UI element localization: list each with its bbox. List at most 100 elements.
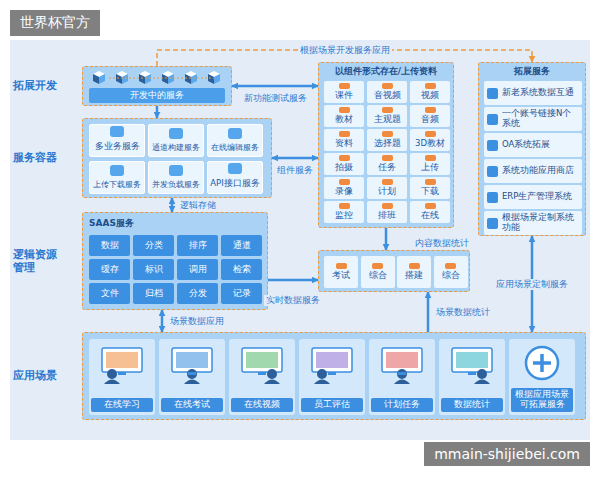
component-tile: 综合 [361, 256, 395, 288]
resource-tile: 文件 [89, 283, 130, 304]
connector-arrow [171, 198, 174, 212]
node-label: 通道构建服务 [152, 143, 200, 153]
node-label: 在线编辑服务 [211, 143, 259, 153]
component-tile: 搭建 [397, 256, 431, 288]
component-tile: 录像 [324, 177, 364, 199]
node-label: 文件 [101, 287, 119, 300]
connector-arrow [161, 310, 164, 332]
node-label: 课件 [335, 91, 353, 100]
connector-label: 组件服务 [275, 165, 315, 176]
node-label: 任务 [378, 163, 396, 172]
node-label: 音频 [421, 115, 439, 124]
extension-item: OA系统拓展 [484, 133, 582, 157]
panel-box: 多业务服务通道构建服务在线编辑服务上传下载服务并发负载服务API接口服务服务容器 [82, 118, 272, 198]
node-label: 根据应用场景可拓展服务 [511, 388, 573, 412]
scene-item: 员工评估 [299, 339, 365, 415]
component-tile: 音视频 [367, 81, 407, 103]
panel-heading: 以组件形式存在/上传资料 [319, 65, 453, 78]
extension-item: 新老系统数据互通 [484, 81, 582, 105]
extension-item: 根据场景定制系统功能 [484, 211, 582, 235]
node-label: 根据场景定制系统功能 [502, 213, 579, 233]
component-tile: 在线 [410, 201, 450, 223]
component-tile: 上传 [410, 153, 450, 175]
connector-arrow [272, 157, 318, 160]
extension-item: ERP生产管理系统 [484, 185, 582, 209]
node-label: 检索 [233, 263, 251, 276]
connector-label: 场景数据统计 [434, 307, 492, 318]
component-tile: 监控 [324, 201, 364, 223]
service-bar: 开发中的服务 [89, 88, 225, 103]
node-label: 考试 [332, 271, 350, 280]
component-tile: 排班 [367, 201, 407, 223]
panel-heading: 拓展服务 [479, 65, 585, 78]
connector-arrow [427, 292, 430, 332]
panel-heading: 逻辑资源管理 [13, 248, 63, 274]
scene-illustration [98, 342, 146, 384]
connector-label: 逻辑存储 [178, 200, 218, 211]
node-label: 视频 [421, 91, 439, 100]
connector-label: 实时数据服务 [264, 295, 322, 306]
resource-tile: 记录 [221, 283, 262, 304]
node-label: 录像 [335, 187, 353, 196]
node-label: API接口服务 [210, 178, 259, 190]
node-label: 调用 [189, 263, 207, 276]
node-label: 综合 [369, 271, 387, 280]
node-label: 一个账号链接N个系统 [502, 109, 579, 129]
node-label: 监控 [335, 211, 353, 220]
node-label: 记录 [233, 287, 251, 300]
connector-label: 应用场景定制服务 [494, 279, 570, 290]
connector-label: 场景数据应用 [168, 316, 226, 327]
panel-heading: 内容数据统计 [415, 237, 469, 250]
component-tile: 综合 [434, 256, 468, 288]
node-label: 拍摄 [335, 163, 353, 172]
node-label: 分类 [145, 239, 163, 252]
node-label: 资料 [335, 139, 353, 148]
component-tile: 下载 [410, 177, 450, 199]
panel-heading: 服务容器 [13, 151, 63, 164]
node-label: OA系统拓展 [502, 140, 550, 150]
service-tile: 在线编辑服务 [207, 124, 263, 157]
node-label: 缓存 [101, 263, 119, 276]
node-label: 上传下载服务 [93, 180, 141, 190]
component-tile: 教材 [324, 105, 364, 127]
scene-item: 数据统计 [439, 339, 505, 415]
scene-illustration [518, 342, 566, 384]
node-label: 并发负载服务 [152, 180, 200, 190]
component-tile: 音频 [410, 105, 450, 127]
watermark: mmain-shijiebei.com [424, 442, 590, 466]
panel-box: 考试综合搭建综合内容数据统计 [318, 250, 470, 292]
connector-arrow [232, 85, 318, 88]
connector-label: 根据场景开发服务应用 [298, 45, 392, 56]
component-tile: 考试 [324, 256, 358, 288]
node-label: 在线学习 [91, 398, 153, 412]
extension-item: 系统功能应用商店 [484, 159, 582, 183]
node-label: 主观题 [374, 115, 401, 124]
resource-tile: 分发 [177, 283, 218, 304]
resource-tile: 缓存 [89, 259, 130, 280]
component-tile: 课件 [324, 81, 364, 103]
node-label: 下载 [421, 187, 439, 196]
node-label: 归档 [145, 287, 163, 300]
scene-item: 根据应用场景可拓展服务 [509, 339, 575, 415]
node-label: 通道 [233, 239, 251, 252]
node-label: 计划 [378, 187, 396, 196]
resource-tile: 分类 [133, 235, 174, 256]
node-label: 标识 [145, 263, 163, 276]
connector-arrow [385, 228, 388, 250]
connector-label: 新功能测试服务 [242, 93, 309, 104]
panel-heading: SAAS服务 [89, 217, 134, 230]
scene-illustration [168, 342, 216, 384]
resource-tile: 通道 [221, 235, 262, 256]
scene-illustration [378, 342, 426, 384]
service-tile: 多业务服务 [89, 124, 145, 157]
resource-tile: 归档 [133, 283, 174, 304]
node-label: 数据统计 [441, 398, 503, 412]
node-label: 综合 [442, 271, 460, 280]
component-tile: 视频 [410, 81, 450, 103]
component-tile: 选择题 [367, 129, 407, 151]
component-tile: 任务 [367, 153, 407, 175]
service-tile: API接口服务 [207, 161, 263, 194]
panel-box: 开发中的服务拓展开发 [82, 66, 232, 106]
node-label: 在线 [421, 211, 439, 220]
node-label: 教材 [335, 115, 353, 124]
